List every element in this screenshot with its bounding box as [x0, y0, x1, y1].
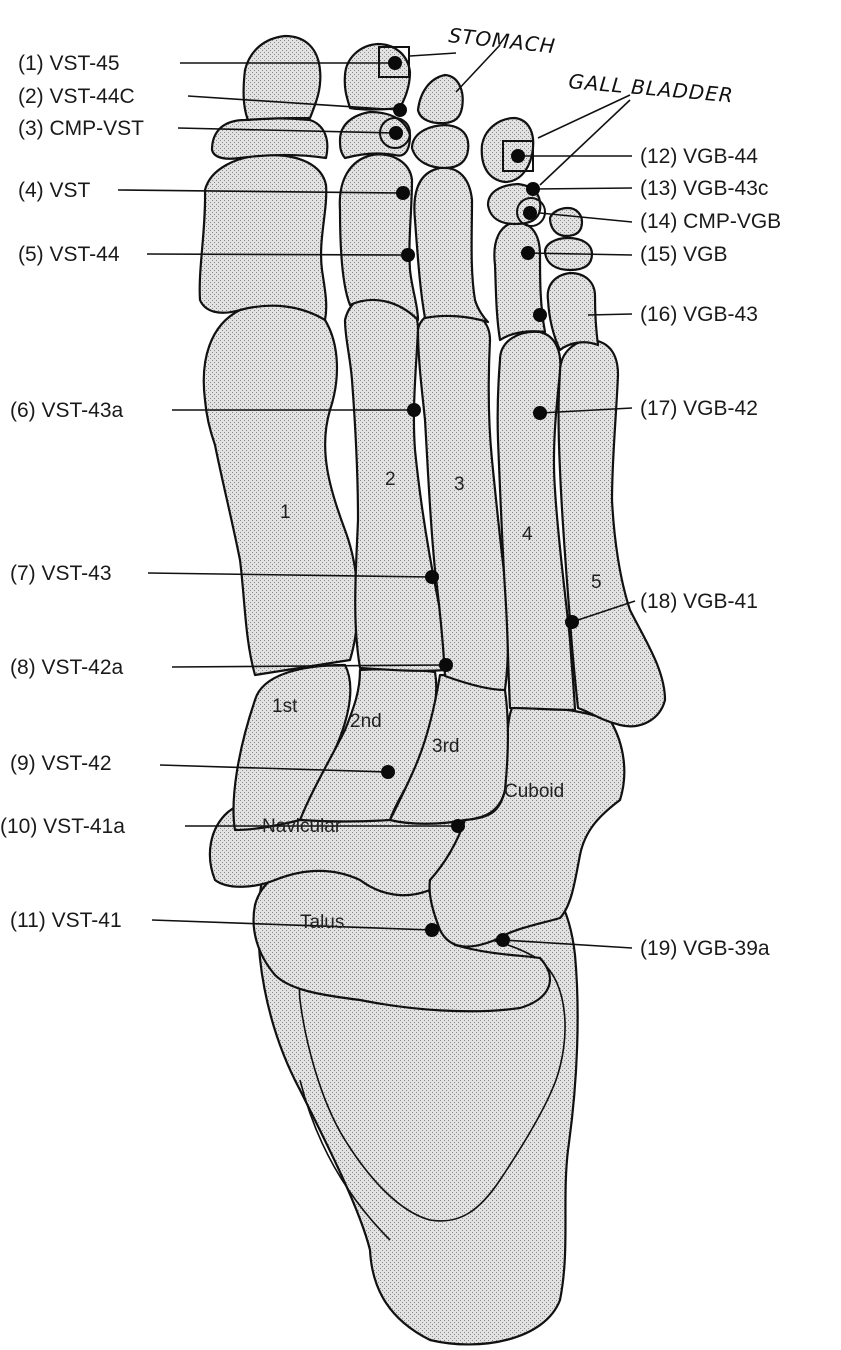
- point-label-10: (10) VST-41a: [0, 815, 125, 838]
- point-label-5: (5) VST-44: [18, 243, 120, 266]
- point-label-13: (13) VGB-43c: [640, 177, 768, 200]
- point-label-15: (15) VGB: [640, 243, 728, 266]
- point-dot-17: [533, 406, 547, 420]
- point-label-11: (11) VST-41: [10, 909, 122, 932]
- point-dot-2: [393, 103, 407, 117]
- point-label-2: (2) VST-44C: [18, 85, 135, 108]
- cuboid-label: Cuboid: [504, 781, 564, 802]
- toe-4-proximal-phalanx: [494, 222, 545, 340]
- toe-3-proximal-phalanx: [414, 168, 488, 322]
- point-label-3: (3) CMP-VST: [18, 117, 144, 140]
- point-label-1: (1) VST-45: [18, 52, 120, 75]
- point-dot-4: [396, 186, 410, 200]
- point-dot-9: [381, 765, 395, 779]
- point-dot-8: [439, 658, 453, 672]
- hallux-proximal-phalanx: [200, 155, 327, 320]
- point-label-4: (4) VST: [18, 179, 91, 202]
- point-dot-1: [388, 56, 402, 70]
- point-dot-12: [511, 149, 525, 163]
- point-label-18: (18) VGB-41: [640, 590, 758, 613]
- hallux-tip: [244, 36, 321, 120]
- point-label-6: (6) VST-43a: [10, 399, 124, 422]
- toe-3-middle-phalanx: [412, 125, 468, 168]
- point-dot-11: [425, 923, 439, 937]
- point-label-17: (17) VGB-42: [640, 397, 758, 420]
- point-label-9: (9) VST-42: [10, 752, 112, 775]
- point-dot-18: [565, 615, 579, 629]
- handwritten-annotations: STOMACH GALL BLADDER: [447, 23, 734, 107]
- toe-3-distal-phalanx: [418, 75, 463, 123]
- point-dot-14: [523, 206, 537, 220]
- toe-4-distal-phalanx: [482, 118, 533, 182]
- point-dot-19: [496, 933, 510, 947]
- toe-5-distal-phalanx: [550, 208, 582, 236]
- hallux-distal-phalanx: [212, 119, 327, 159]
- metatarsal-5-label: 5: [591, 572, 602, 593]
- point-label-19: (19) VGB-39a: [640, 937, 770, 960]
- point-labels-right: (12) VGB-44 (13) VGB-43c (14) CMP-VGB (1…: [640, 145, 781, 960]
- lateral-cuneiform-label: 3rd: [432, 736, 459, 757]
- point-dot-15: [521, 246, 535, 260]
- stomach-annotation: STOMACH: [447, 23, 557, 58]
- talus-label: Talus: [300, 912, 344, 933]
- point-dot-10: [451, 819, 465, 833]
- point-dot-5: [401, 248, 415, 262]
- point-dot-13: [526, 182, 540, 196]
- gall-bladder-annotation: GALL BLADDER: [568, 69, 735, 107]
- point-label-7: (7) VST-43: [10, 562, 112, 585]
- metatarsal-2-label: 2: [385, 469, 396, 490]
- foot-skeleton: [200, 36, 665, 1344]
- metatarsal-1-bone: [204, 305, 358, 675]
- point-dot-7: [425, 570, 439, 584]
- point-label-8: (8) VST-42a: [10, 656, 124, 679]
- intermediate-cuneiform-label: 2nd: [350, 711, 382, 732]
- toe-2-proximal-phalanx: [340, 154, 418, 320]
- point-dot-3: [389, 126, 403, 140]
- point-labels-left: (1) VST-45 (2) VST-44C (3) CMP-VST (4) V…: [0, 52, 144, 932]
- point-label-16: (16) VGB-43: [640, 303, 758, 326]
- point-label-14: (14) CMP-VGB: [640, 210, 781, 233]
- toe-5-proximal-phalanx: [548, 273, 598, 350]
- point-label-12: (12) VGB-44: [640, 145, 758, 168]
- metatarsal-4-label: 4: [522, 524, 533, 545]
- medial-cuneiform-label: 1st: [272, 696, 298, 717]
- navicular-label: Navicular: [262, 816, 342, 837]
- metatarsal-1-label: 1: [280, 502, 291, 523]
- metatarsal-3-label: 3: [454, 474, 465, 495]
- point-dot-16: [533, 308, 547, 322]
- point-dot-6: [407, 403, 421, 417]
